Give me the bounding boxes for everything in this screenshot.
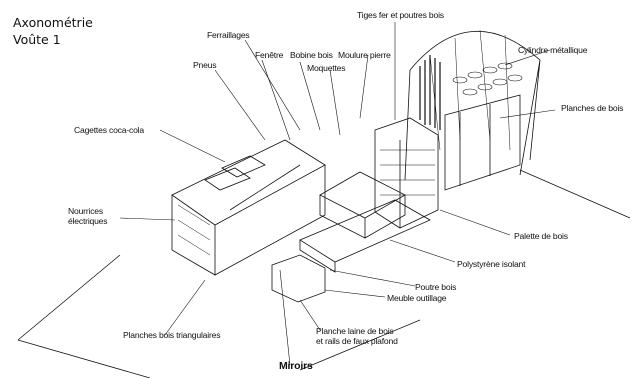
leader-lines: [119, 22, 556, 366]
platform: [299, 199, 431, 273]
cylinders: [452, 62, 523, 96]
label-miroirs: Miroirs: [279, 360, 313, 372]
label-laine-2: et rails de faux plafond: [316, 336, 398, 346]
label-nourrices-1: Nourrices: [68, 206, 103, 216]
label-bobine: Bobine bois: [290, 50, 333, 60]
pallet-tower: [374, 117, 439, 229]
floor-outline: [17, 164, 631, 378]
label-fenetre: Fenêtre: [255, 50, 284, 60]
page-title: Axonométrie Voûte 1: [13, 14, 93, 48]
label-meuble: Meuble outillage: [387, 293, 447, 303]
label-palette: Palette de bois: [514, 231, 568, 241]
rods: [419, 55, 441, 130]
title-line-2: Voûte 1: [13, 32, 61, 47]
right-shelves: [444, 94, 521, 191]
label-moulure: Moulure pierre: [338, 50, 391, 60]
label-laine-1: Planche laine de bois: [316, 326, 394, 336]
label-poutre: Poutre bois: [415, 282, 457, 292]
label-pneus: Pneus: [193, 60, 217, 70]
label-planches-bois: Planches de bois: [561, 103, 624, 113]
tool-cabinet: [271, 254, 326, 303]
cagettes-boxes: [204, 155, 266, 191]
shelving-front: [171, 195, 216, 276]
label-triangulaires: Planches bois triangulaires: [123, 330, 221, 340]
label-ferraillages: Ferraillages: [207, 30, 250, 40]
vault-arch: [404, 30, 541, 181]
label-polystyrene: Polystyrène isolant: [457, 259, 526, 269]
floor-edge-right: [299, 319, 421, 371]
label-cylindre: Cylindre métallique: [518, 45, 588, 55]
label-cagettes: Cagettes coca-cola: [74, 125, 144, 135]
label-tiges: Tiges fer et poutres bois: [357, 10, 444, 20]
polystyrene-block: [319, 171, 406, 239]
label-nourrices-2: électriques: [68, 216, 108, 226]
vault-ribs: [429, 29, 511, 151]
shelving-main: [171, 139, 326, 226]
title-line-1: Axonométrie: [13, 15, 93, 30]
label-moquettes: Moquettes: [307, 63, 346, 73]
